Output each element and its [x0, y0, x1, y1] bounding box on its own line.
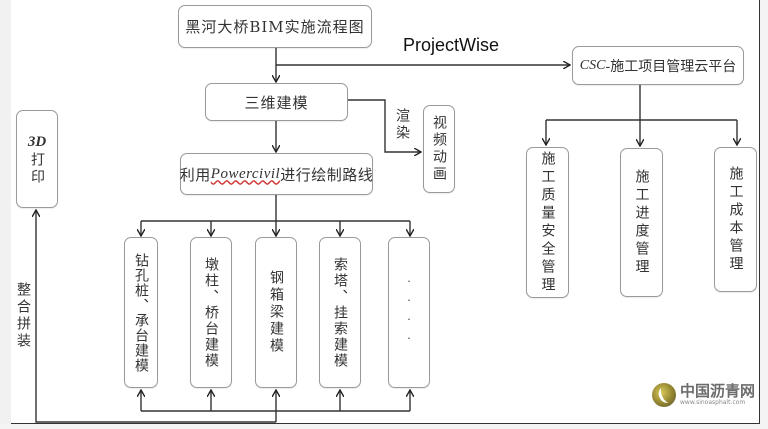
component-box: 钢箱梁建模 — [255, 237, 297, 388]
page-margin-right — [760, 0, 768, 429]
assembly-label: 整合拼装 — [15, 282, 31, 350]
watermark-url: www.sinoasphalt.com — [680, 399, 746, 406]
management-box: 施工进度管理 — [620, 148, 663, 297]
component-box: 索塔、挂索建模 — [319, 237, 361, 388]
video-box: 视频动画 — [423, 105, 455, 193]
component-text: 钢箱梁建模 — [268, 270, 284, 355]
platform-prefix: CSC — [579, 57, 606, 73]
platform-box: CSC-施工项目管理云平台 — [572, 46, 744, 85]
print-suffix: 打印 — [29, 152, 45, 186]
title-box: 黑河大桥BIM实施流程图 — [178, 5, 372, 48]
component-box: 墩柱、桥台建模 — [190, 237, 232, 388]
projectwise-label: ProjectWise — [403, 35, 500, 55]
route-prefix: 利用 — [179, 165, 211, 184]
component-box: ···· — [388, 237, 430, 388]
route-software: Powercivil — [210, 165, 281, 182]
print-box: 3D 打印 — [16, 110, 58, 208]
component-text: 墩柱、桥台建模 — [203, 256, 219, 369]
page-margin — [0, 0, 11, 429]
management-box: 施工质量安全管理 — [526, 147, 569, 298]
watermark-name: 中国沥青网 — [680, 382, 756, 400]
component-box: 钻孔桩、承台建模 — [124, 237, 158, 388]
component-text: 钻孔桩、承台建模 — [133, 252, 149, 373]
video-text: 视频动画 — [431, 115, 447, 183]
component-text: ···· — [402, 274, 416, 351]
arrow-render-to-video — [348, 99, 421, 152]
frame-border-bottom — [11, 423, 760, 424]
asphalt-road-icon — [652, 383, 676, 407]
management-text: 施工质量安全管理 — [539, 150, 556, 295]
management-text: 施工成本管理 — [727, 165, 744, 274]
arrow-assembly-to-print — [36, 210, 276, 423]
component-text: 索塔、挂索建模 — [332, 256, 348, 369]
title-text: 黑河大桥BIM实施流程图 — [185, 18, 365, 36]
modeling-box: 三维建模 — [205, 83, 348, 121]
watermark-logo: 中国沥青网 www.sinoasphalt.com — [652, 383, 755, 407]
platform-suffix: -施工项目管理云平台 — [605, 58, 737, 75]
print-prefix: 3D — [27, 134, 47, 150]
render-label: 渲染 — [394, 108, 410, 142]
management-box: 施工成本管理 — [714, 147, 757, 292]
route-suffix: 进行绘制路线 — [280, 165, 374, 184]
modeling-text: 三维建模 — [244, 93, 309, 112]
page-margin-bottom — [0, 424, 768, 429]
frame-border-right — [759, 0, 760, 424]
management-text: 施工进度管理 — [633, 168, 650, 277]
